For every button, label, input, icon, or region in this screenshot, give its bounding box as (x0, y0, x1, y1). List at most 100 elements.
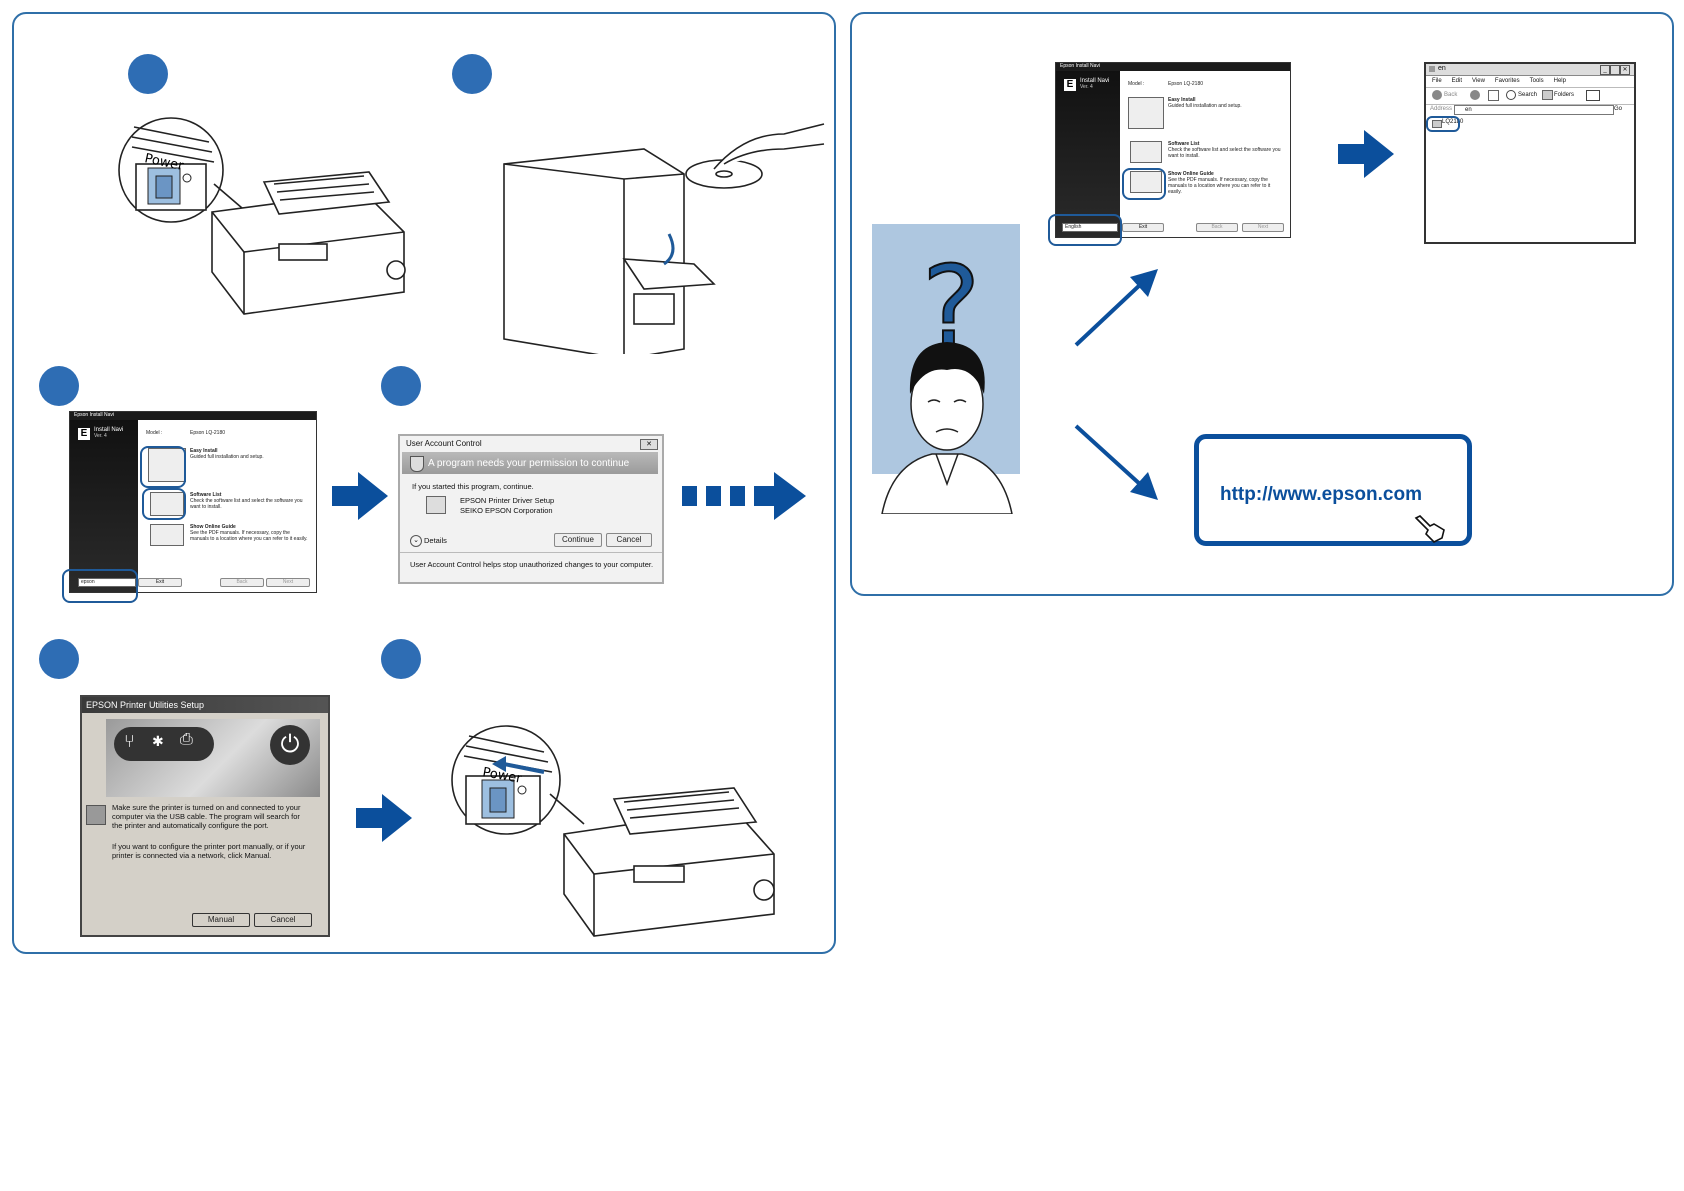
minimize-icon[interactable]: _ (1600, 65, 1610, 75)
menu-favorites[interactable]: Favorites (1494, 78, 1520, 84)
epson-logo-2: E (1064, 79, 1076, 91)
software-list-highlight (142, 488, 186, 520)
menu-tools[interactable]: Tools (1529, 78, 1544, 84)
views-icon[interactable] (1586, 90, 1600, 101)
software-list-icon-2[interactable] (1130, 141, 1162, 163)
menu-edit[interactable]: Edit (1451, 78, 1463, 84)
up-folder-icon[interactable] (1488, 90, 1499, 101)
app-name: Install Navi (94, 427, 124, 433)
online-guide-title-2[interactable]: Show Online Guide (1168, 171, 1214, 177)
arrow-right-icon-2 (356, 794, 412, 842)
software-list-title[interactable]: Software List (190, 492, 222, 498)
shield-icon (410, 456, 424, 472)
cancel-setup-button[interactable]: Cancel (254, 913, 312, 927)
step-6-marker (381, 639, 421, 679)
language-select-2[interactable]: English (1062, 223, 1118, 232)
step-4-marker (381, 366, 421, 406)
language-select-highlight (62, 569, 138, 603)
folders-icon[interactable] (1542, 90, 1553, 100)
online-guide-icon-2[interactable] (1130, 171, 1162, 193)
close-icon-2[interactable]: ✕ (1620, 65, 1630, 75)
online-guide-desc: See the PDF manuals. If necessary, copy … (190, 530, 308, 542)
insert-cd-illustration (503, 123, 825, 354)
menu-help[interactable]: Help (1553, 78, 1566, 84)
close-icon[interactable]: ✕ (640, 439, 658, 450)
pointing-hand-icon (1414, 515, 1445, 543)
go-button[interactable]: Go (1614, 106, 1623, 112)
left-instruction-panel: Power Epson Install Navi E Install Navi … (12, 12, 836, 954)
easy-install-icon-2[interactable] (1128, 97, 1164, 129)
easy-install-title-2[interactable]: Easy Install (1168, 97, 1196, 103)
maximize-icon[interactable] (1610, 65, 1620, 75)
step-2-marker (452, 54, 492, 94)
step-5-marker (39, 639, 79, 679)
address-label: Address (1430, 106, 1453, 112)
program-name: EPSON Printer Driver Setup (460, 496, 555, 505)
folder-item-label[interactable]: LQ2180 (1442, 119, 1464, 125)
details-toggle[interactable]: Details (424, 536, 447, 545)
model-label-2: Model : (1128, 81, 1145, 87)
online-guide-icon[interactable] (150, 524, 184, 546)
uac-banner (402, 452, 658, 474)
printer-icon: ⎙ (180, 731, 193, 748)
uac-footer: User Account Control helps stop unauthor… (410, 560, 654, 569)
exit-button-2[interactable]: Exit (1122, 223, 1164, 232)
epson-url-link[interactable]: http://www.epson.com (1220, 484, 1422, 505)
cancel-button[interactable]: Cancel (606, 533, 652, 547)
install-navi-sidebar (70, 420, 138, 592)
back-arrow-icon[interactable] (1432, 90, 1442, 100)
address-bar[interactable]: en (1454, 105, 1614, 115)
setup-message-1: Make sure the printer is turned on and c… (112, 803, 301, 830)
back-button-2[interactable]: Back (1196, 223, 1238, 232)
menu-file[interactable]: File (1432, 78, 1442, 84)
folders-label[interactable]: Folders (1554, 92, 1575, 98)
program-icon (426, 496, 446, 514)
model-value: Epson LQ-2180 (190, 430, 226, 436)
next-button-2[interactable]: Next (1242, 223, 1284, 232)
online-guide-title[interactable]: Show Online Guide (190, 524, 236, 530)
connection-icons-pill (114, 727, 214, 761)
easy-install-highlight (140, 446, 186, 488)
exit-button[interactable]: Exit (138, 578, 182, 587)
uac-title: User Account Control (406, 439, 482, 448)
setup-message-2: If you want to configure the printer por… (112, 842, 306, 860)
search-icon[interactable] (1506, 90, 1516, 100)
chevron-down-icon[interactable]: ⌄ (410, 535, 422, 547)
back-label[interactable]: Back (1444, 92, 1458, 98)
easy-install-title[interactable]: Easy Install (190, 448, 218, 454)
menu-view[interactable]: View (1472, 78, 1485, 84)
arrow-down-right-icon (1074, 424, 1158, 500)
printer-power-on-illustration: Power (118, 117, 406, 315)
language-select[interactable]: epson (78, 578, 136, 587)
program-publisher: SEIKO EPSON Corporation (460, 506, 553, 515)
back-button[interactable]: Back (220, 578, 264, 587)
software-list-desc-2: Check the software list and select the s… (1168, 147, 1281, 159)
folder-item-icon[interactable] (1432, 120, 1442, 128)
printer-power-off-illustration: Power (451, 725, 775, 937)
install-navi-titlebar-2: Epson Install Navi (1056, 63, 1290, 71)
uac-dialog: User Account Control ✕ A program needs y… (398, 434, 664, 584)
power-icon: ⏻ (270, 725, 310, 765)
folder-item-highlight (1426, 116, 1460, 132)
easy-install-desc-2: Guided full installation and setup. (1168, 103, 1242, 109)
explorer-menubar: File Edit View Favorites Tools Help (1426, 76, 1634, 86)
search-label[interactable]: Search (1518, 92, 1538, 98)
explorer-title: en (1438, 65, 1446, 72)
uac-prompt: If you started this program, continue. (412, 482, 534, 491)
power-label-2: Power (481, 765, 523, 787)
model-value-2: Epson LQ-2180 (1168, 81, 1204, 87)
manual-button[interactable]: Manual (192, 913, 250, 927)
arrow-up-right-icon (1074, 269, 1158, 347)
right-instruction-panel: ? Epson Install Navi E Install Navi Ver.… (850, 12, 1674, 596)
app-name-2: Install Navi (1080, 78, 1110, 84)
step-1-marker (128, 54, 168, 94)
folder-icon (1429, 66, 1435, 72)
utilities-title: EPSON Printer Utilities Setup (82, 697, 328, 713)
continue-button[interactable]: Continue (554, 533, 602, 547)
explorer-toolbar (1426, 87, 1634, 105)
software-list-title-2[interactable]: Software List (1168, 141, 1200, 147)
next-button[interactable]: Next (266, 578, 310, 587)
confused-person-illustration: ? (881, 244, 1013, 514)
install-navi-window-2: Epson Install Navi E Install Navi Ver. 4… (1055, 62, 1291, 238)
forward-arrow-icon[interactable] (1470, 90, 1480, 100)
